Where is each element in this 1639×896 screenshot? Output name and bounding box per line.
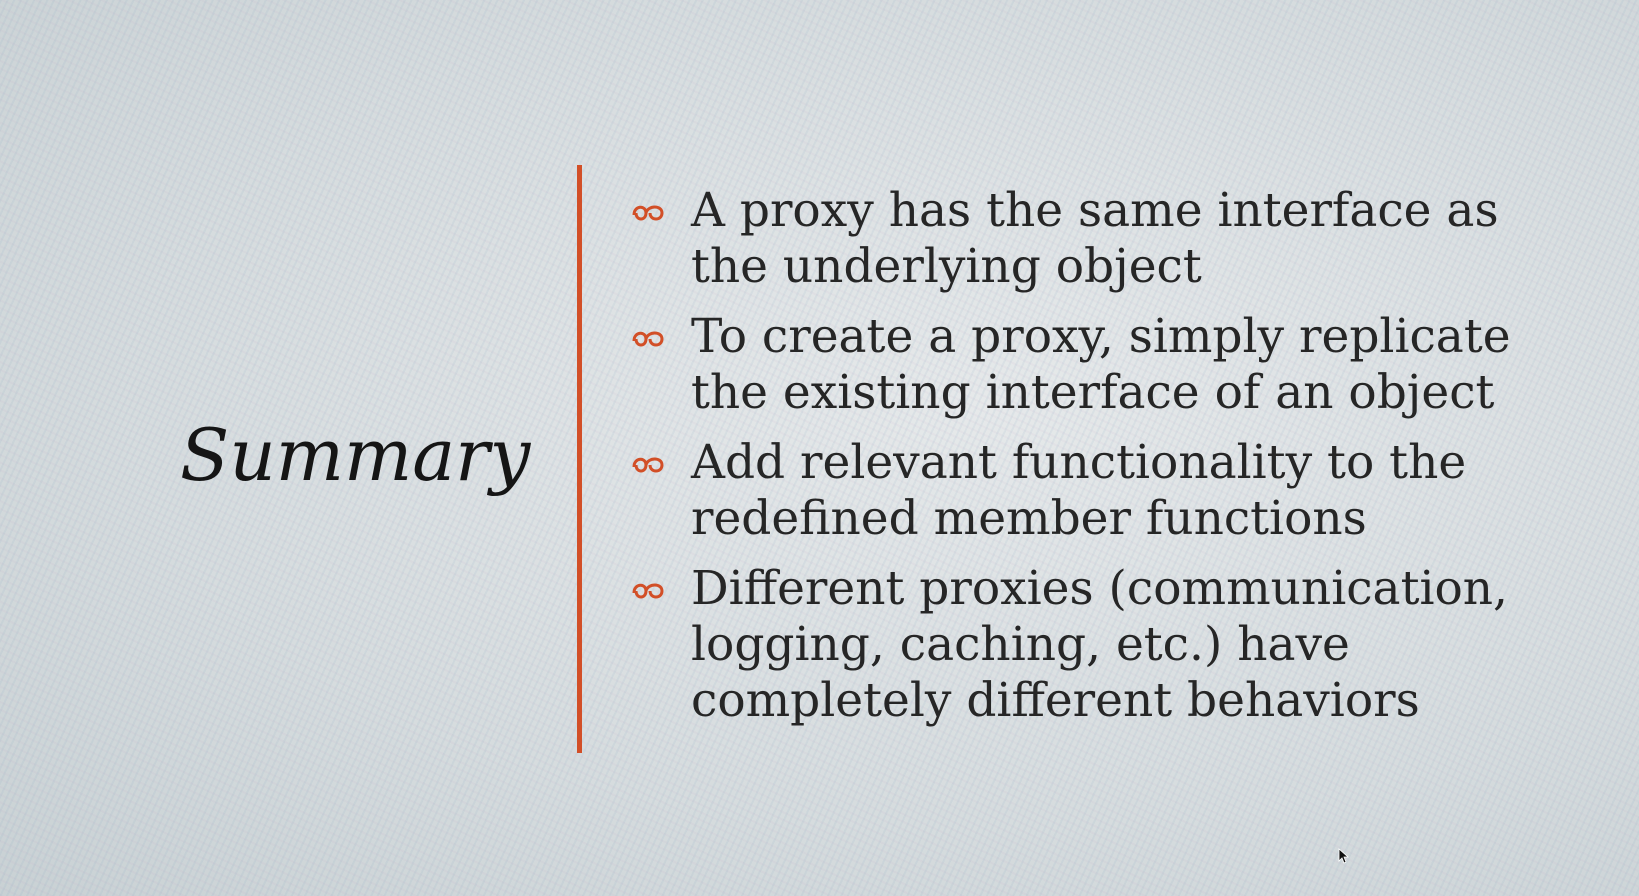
bullet-item: Different proxies (communication, loggin…: [628, 561, 1528, 729]
fleuron-icon: [632, 583, 664, 599]
bullet-item: To create a proxy, simply replicate the …: [628, 309, 1528, 421]
fleuron-icon: [632, 205, 664, 221]
bullet-text: To create a proxy, simply replicate the …: [691, 309, 1511, 420]
fleuron-icon: [632, 457, 664, 473]
bullet-text: Add relevant functionality to the redefi…: [691, 435, 1467, 546]
bullet-list: A proxy has the same interface as the un…: [628, 183, 1528, 743]
bullet-item: Add relevant functionality to the redefi…: [628, 435, 1528, 547]
slide-title: Summary: [180, 413, 531, 497]
fleuron-icon: [632, 331, 664, 347]
bullet-item: A proxy has the same interface as the un…: [628, 183, 1528, 295]
bullet-text: A proxy has the same interface as the un…: [691, 183, 1499, 294]
vertical-divider: [577, 165, 582, 753]
bullet-text: Different proxies (communication, loggin…: [691, 561, 1508, 728]
mouse-cursor-icon: [1338, 848, 1350, 864]
